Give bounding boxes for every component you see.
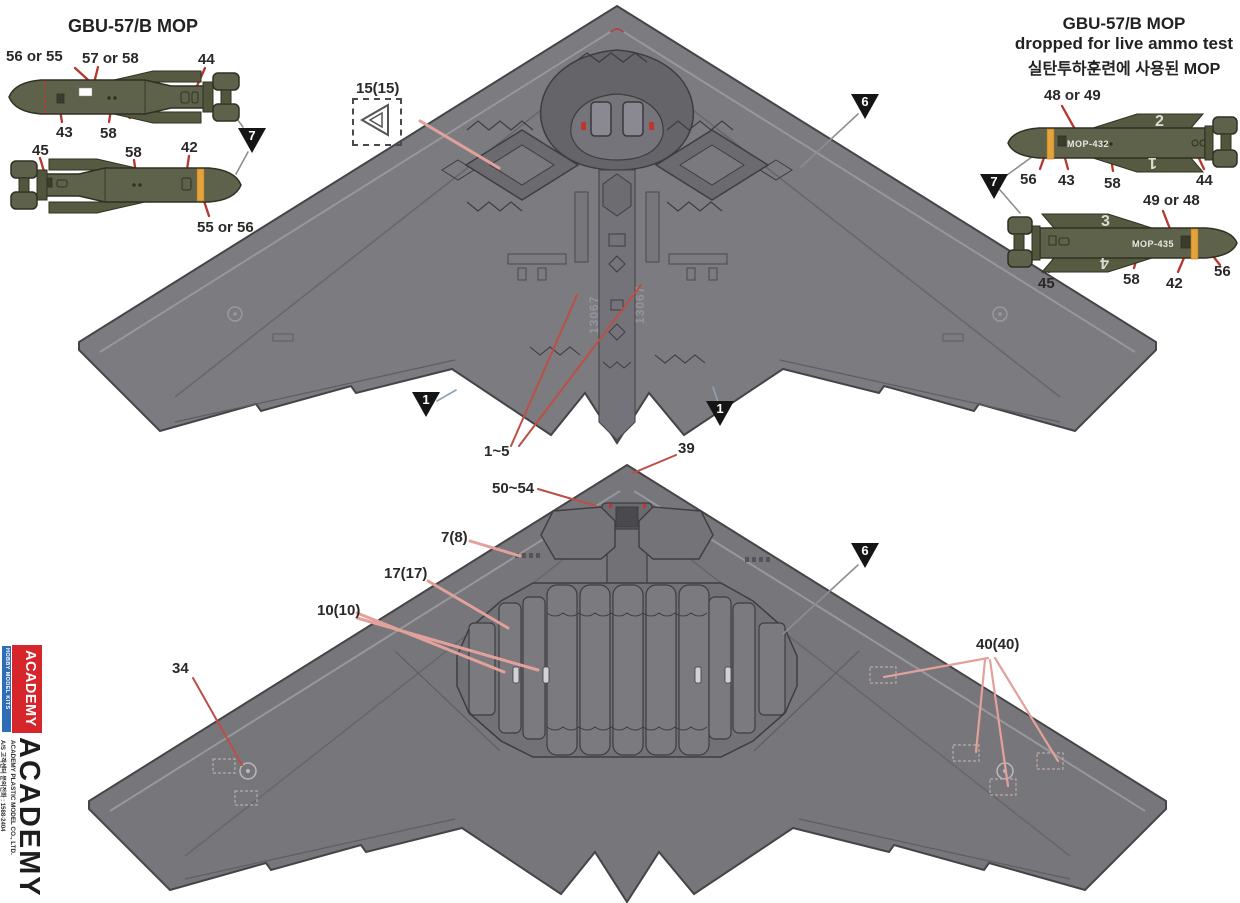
bomb-body-decal: MOP-432 — [1067, 139, 1109, 149]
b2-bottom-view-illustration — [88, 463, 1167, 903]
left-panel-title: GBU-57/B MOP — [68, 16, 199, 36]
right-panel-title-line2: dropped for live ammo test — [1014, 34, 1234, 53]
bomb-body-decal: MOP-435 — [1132, 239, 1174, 249]
callout-55-or-56: 55 or 56 — [197, 219, 254, 236]
academy-logo-label: ACADEMY — [22, 650, 38, 727]
callout-44: 44 — [1196, 172, 1213, 189]
callout-39: 39 — [678, 440, 695, 457]
b2-top-view-illustration: 13067 13067 — [78, 4, 1157, 445]
right-panel-title-line1: GBU-57/B MOP — [1062, 14, 1186, 33]
callout-17-17: 17(17) — [384, 565, 428, 582]
callout-1-5: 1~5 — [484, 443, 510, 460]
hobby-model-kits-strip: HOBBY MODEL KITS — [2, 646, 11, 732]
callout-40-40: 40(40) — [976, 636, 1020, 653]
right-panel-title-line3: 실탄투하훈련에 사용된 MOP — [1027, 61, 1221, 78]
callout-48-or-49: 48 or 49 — [1044, 87, 1101, 104]
callout-7-8: 7(8) — [441, 529, 468, 546]
bomb-mop432: MOP-432 2 1 — [1007, 113, 1238, 173]
fin-number-bottom: 4 — [1100, 254, 1109, 271]
fin-number-top: 2 — [1155, 113, 1164, 130]
callout-58: 58 — [1123, 271, 1140, 288]
decal-15-box — [352, 98, 402, 146]
serial-decal-right: 13067 — [633, 286, 647, 324]
callout-15-15: 15(15) — [356, 80, 400, 97]
callout-58: 58 — [100, 125, 117, 142]
academy-logo: ACADEMY — [12, 645, 42, 733]
callout-34: 34 — [172, 660, 189, 677]
callout-45: 45 — [32, 142, 49, 159]
bomb-gbu57-left-bottom — [10, 158, 242, 214]
serial-decal-left: 13067 — [587, 296, 601, 334]
callout-57-or-58: 57 or 58 — [82, 50, 139, 67]
callout-49-or-48: 49 or 48 — [1143, 192, 1200, 209]
callout-45: 45 — [1038, 275, 1055, 292]
callout-58: 58 — [125, 144, 142, 161]
callout-42: 42 — [181, 139, 198, 156]
callout-10-10: 10(10) — [317, 602, 361, 619]
hobby-model-kits-label: HOBBY MODEL KITS — [4, 648, 10, 710]
fin-number-bottom: 1 — [1148, 154, 1157, 171]
callout-43: 43 — [1058, 172, 1075, 189]
callout-43: 43 — [56, 124, 73, 141]
bomb-gbu57-left-top — [8, 70, 240, 124]
callout-50-54: 50~54 — [492, 480, 535, 497]
bomb-mop435: MOP-435 3 4 — [1007, 213, 1238, 273]
decal-15-icon — [359, 103, 389, 137]
fin-number-top: 3 — [1101, 213, 1110, 230]
right-panel-title: GBU-57/B MOP dropped for live ammo test … — [1010, 14, 1238, 79]
callout-56: 56 — [1214, 263, 1231, 280]
callout-58: 58 — [1104, 175, 1121, 192]
callout-56: 56 — [1020, 171, 1037, 188]
callout-42: 42 — [1166, 275, 1183, 292]
callout-44: 44 — [198, 51, 215, 68]
callout-56-or-55: 56 or 55 — [6, 48, 63, 65]
